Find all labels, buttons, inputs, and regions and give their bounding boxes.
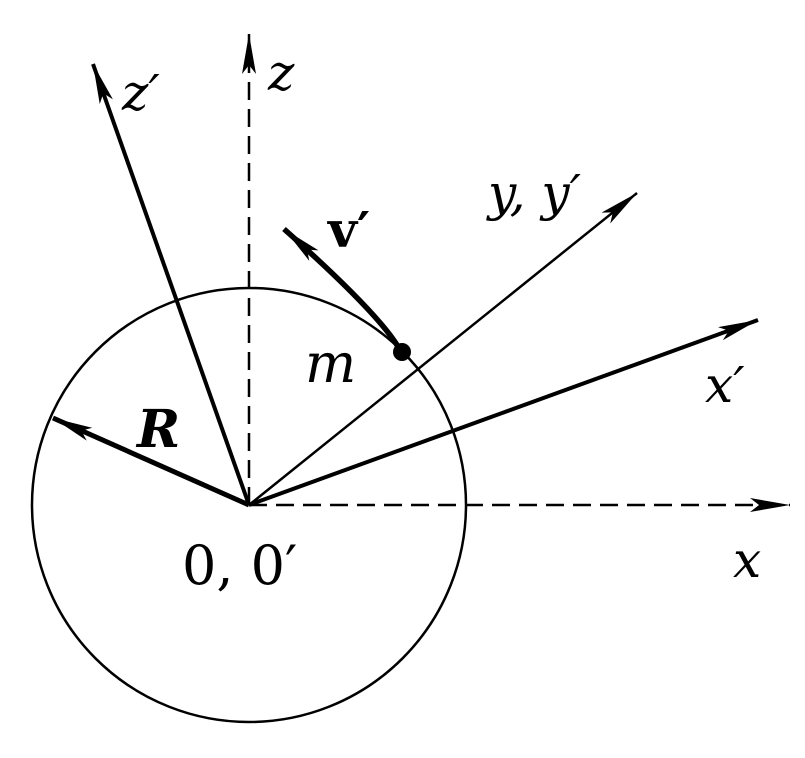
v-prime-label: v′ [327,200,370,259]
y-yprime-label: y, y′ [486,164,582,222]
x-label: x [733,531,761,589]
velocity-vector-v-prime [282,226,404,354]
z-prime-axis [91,63,251,506]
radius-vector-r [51,415,251,508]
x-prime-label: x′ [705,356,745,414]
origin-label: 0, 0′ [182,534,297,597]
x-prime-axis [248,318,759,507]
y-yprime-axis [248,192,638,506]
m-label: m [305,332,356,395]
z-prime-label: z′ [121,64,160,122]
z-label: z [267,44,295,102]
r-label: R [135,399,180,460]
point-m [393,343,411,361]
